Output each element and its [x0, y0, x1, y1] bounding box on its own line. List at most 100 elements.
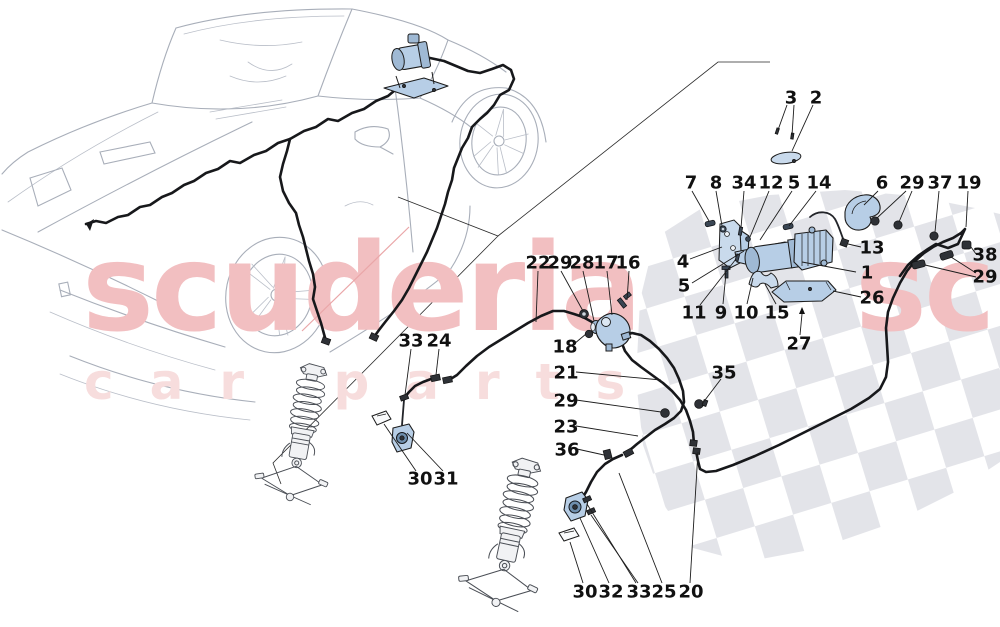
leader-line-29: [898, 190, 913, 223]
pipe-clips: [602, 216, 972, 461]
callout-29[interactable]: 29: [547, 253, 572, 274]
clip-29: [660, 408, 670, 418]
callout-36[interactable]: 36: [554, 440, 579, 461]
leader-line-38: [970, 246, 977, 255]
callout-21[interactable]: 21: [553, 363, 578, 384]
callout-16[interactable]: 16: [615, 253, 640, 274]
leader-line-19: [965, 190, 969, 228]
callout-22[interactable]: 22: [525, 253, 550, 274]
callout-34[interactable]: 34: [731, 173, 756, 194]
callout-8[interactable]: 8: [710, 173, 723, 194]
nut-18: [584, 329, 594, 339]
callout-3[interactable]: 3: [785, 88, 798, 109]
rear-left-shock: [453, 449, 565, 616]
callout-24[interactable]: 24: [426, 331, 451, 352]
bolt-14: [782, 222, 794, 231]
callout-1[interactable]: 1: [861, 263, 874, 284]
callout-31[interactable]: 31: [433, 469, 458, 490]
clip-29: [893, 220, 903, 230]
callout-6[interactable]: 6: [876, 173, 889, 194]
leader-line-33: [404, 348, 412, 396]
leader-line-17: [606, 270, 613, 316]
callout-13[interactable]: 13: [859, 238, 884, 259]
leader-line-30: [569, 541, 584, 584]
callout-32[interactable]: 32: [598, 582, 623, 603]
watermark-sub: car parts: [84, 353, 661, 411]
leader-line-14: [788, 190, 817, 227]
connector-29: [939, 250, 954, 261]
clip-38: [961, 240, 972, 250]
callout-26[interactable]: 26: [859, 288, 884, 309]
leader-line-10: [746, 277, 754, 305]
callout-12[interactable]: 12: [758, 173, 783, 194]
leader-line-20: [689, 451, 699, 584]
callout-37[interactable]: 37: [927, 173, 952, 194]
pump-cover-disc: [770, 151, 802, 165]
pump-strap: [748, 270, 779, 289]
leader-line-29: [575, 399, 662, 413]
leader-line-31: [406, 432, 444, 472]
leader-line-30: [383, 423, 417, 472]
leader-line-8: [715, 190, 723, 227]
arrow-27: [799, 307, 805, 314]
callout-28[interactable]: 28: [569, 253, 594, 274]
pump-cover: [844, 194, 881, 231]
fitting-33: [399, 393, 410, 402]
callout-33[interactable]: 33: [398, 331, 423, 352]
clip-36: [602, 448, 613, 461]
callout-11[interactable]: 11: [681, 303, 706, 324]
callout-30[interactable]: 30: [407, 469, 432, 490]
callout-19[interactable]: 19: [956, 173, 981, 194]
callout-2[interactable]: 2: [810, 88, 823, 109]
section-pointer-lines: [272, 61, 770, 485]
leader-line-5: [759, 190, 793, 241]
leader-line-24: [435, 348, 440, 376]
leader-line-28: [582, 270, 595, 322]
leader-line-4: [689, 246, 723, 260]
callout-38[interactable]: 38: [972, 245, 997, 266]
leader-line-35: [701, 378, 722, 405]
callout-4[interactable]: 4: [677, 252, 690, 273]
rear-bracket-group: [558, 491, 597, 542]
clip-29: [870, 216, 880, 226]
leader-line-16: [626, 270, 630, 301]
callout-25[interactable]: 25: [651, 582, 676, 603]
leader-line-6: [863, 190, 879, 206]
callout-18[interactable]: 18: [552, 337, 577, 358]
leader-line-18: [573, 333, 587, 345]
callout-17[interactable]: 17: [593, 253, 618, 274]
connector-29: [911, 259, 926, 270]
callout-29[interactable]: 29: [553, 391, 578, 412]
leader-line-29: [560, 270, 584, 312]
leader-line-33: [590, 514, 639, 584]
leader-line-3: [777, 104, 788, 131]
callout-30[interactable]: 30: [572, 582, 597, 603]
callout-7[interactable]: 7: [685, 173, 698, 194]
callout-5[interactable]: 5: [788, 173, 801, 194]
callout-20[interactable]: 20: [678, 582, 703, 603]
leader-line-33: [586, 503, 637, 584]
elbow-fitting-13: [839, 237, 850, 248]
callout-23[interactable]: 23: [553, 417, 578, 438]
leader-line-34: [740, 190, 745, 229]
callout-14[interactable]: 14: [806, 173, 831, 194]
leader-line-12: [749, 190, 770, 238]
car-pump-unit: [383, 33, 449, 99]
leader-line-23: [575, 425, 639, 437]
callout-35[interactable]: 35: [711, 363, 736, 384]
callout-10[interactable]: 10: [733, 303, 758, 324]
callout-29[interactable]: 29: [899, 173, 924, 194]
leader-line-9: [722, 272, 727, 305]
leader-line-7: [691, 190, 710, 222]
callout-5[interactable]: 5: [678, 276, 691, 297]
callout-33[interactable]: 33: [626, 582, 651, 603]
callout-9[interactable]: 9: [715, 303, 728, 324]
leader-line-25: [618, 472, 663, 584]
leader-line-13: [847, 243, 862, 248]
callout-15[interactable]: 15: [764, 303, 789, 324]
callout-27[interactable]: 27: [786, 334, 811, 355]
callout-29[interactable]: 29: [972, 267, 997, 288]
pipe-end-arrow: [86, 219, 94, 231]
